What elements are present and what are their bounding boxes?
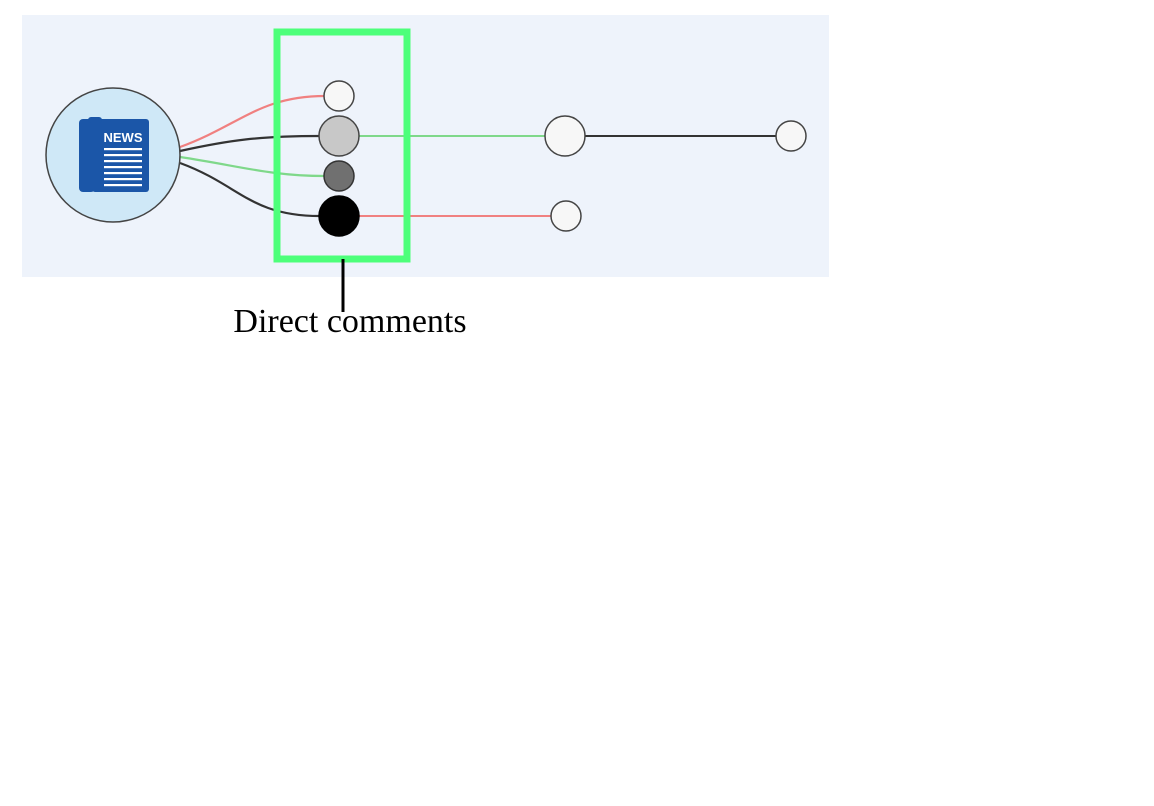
edge-root-to-comment-1: [179, 94, 326, 149]
newspaper-icon: NEWS: [79, 117, 149, 192]
news-label: NEWS: [104, 130, 143, 145]
comment-node-1: [323, 80, 355, 112]
edge-root-to-comment-4: [179, 161, 321, 218]
reply-node-2: [775, 120, 807, 152]
edge-root-to-comment-2: [179, 134, 321, 153]
comment-node-3: [323, 160, 355, 192]
direct-comments-caption: Direct comments: [233, 303, 467, 340]
edge-root-to-comment-3: [179, 155, 326, 178]
comment-node-4: [318, 195, 360, 237]
comment-node-2: [318, 115, 360, 157]
reply-node-1: [544, 115, 586, 157]
reply-node-3: [550, 200, 582, 232]
